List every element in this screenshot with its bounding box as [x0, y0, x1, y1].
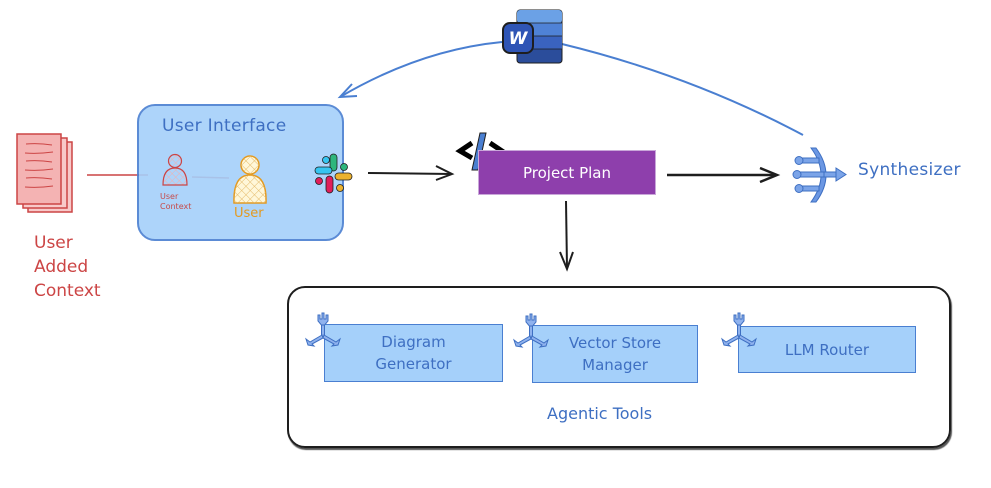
user-context-person-icon	[162, 153, 188, 186]
user-interface-title: User Interface	[162, 116, 287, 136]
user-label: User	[234, 206, 264, 221]
wrench-icon	[513, 313, 549, 348]
tool-label: LLM Router	[784, 340, 870, 359]
tool-diagram-generator: Diagram Generator	[324, 324, 503, 382]
tool-label: Vector Store Manager	[568, 334, 662, 374]
edge-slack-to-project-plan	[367, 165, 455, 181]
word-letter: W	[509, 29, 529, 49]
slack-icon	[314, 153, 353, 194]
wrench-icon	[721, 312, 757, 347]
user-person-icon	[233, 155, 267, 204]
user-added-context-label: User Added Context	[34, 233, 101, 301]
user-context-label: User Context	[160, 192, 192, 211]
synthesizer-label: Synthesizer	[858, 160, 961, 180]
agentic-tools-title: Agentic Tools	[547, 404, 653, 423]
tool-llm-router: LLM Router	[738, 326, 916, 373]
agentic-tools-container	[287, 286, 951, 448]
project-plan-node: Project Plan	[478, 150, 656, 195]
tool-label: Diagram Generator	[375, 333, 452, 373]
edge-project-plan-to-synthesizer	[667, 166, 781, 184]
word-icon: W	[502, 9, 563, 64]
project-plan-label: Project Plan	[522, 163, 611, 182]
merge-icon	[792, 147, 847, 203]
wrench-icon	[305, 312, 341, 347]
tool-vector-store-manager: Vector Store Manager	[532, 325, 698, 383]
document-stack-icon	[16, 133, 73, 213]
edge-project-plan-to-tools	[559, 200, 574, 272]
edge-synthesizer-to-user-interface	[337, 41, 804, 136]
